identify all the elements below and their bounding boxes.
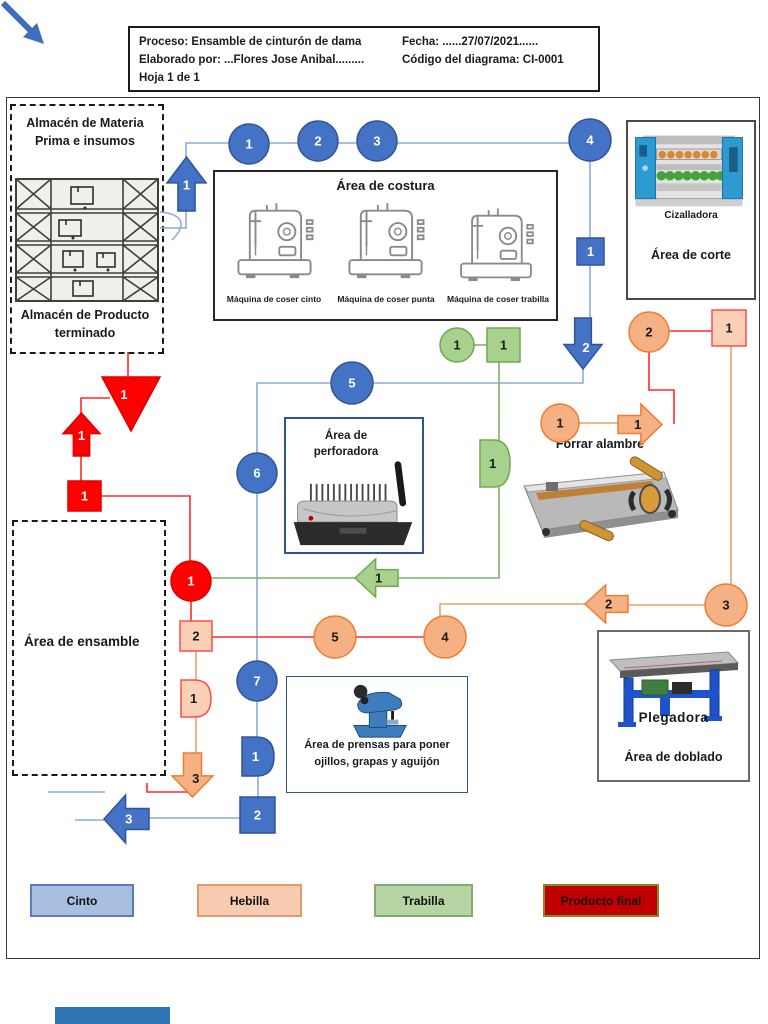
almacen-mp-label: Almacén de Materia Prima e insumos (26, 116, 144, 149)
legend-item-producto-final: Producto final (543, 884, 659, 917)
costura-machine2-label: Máquina de coser punta (337, 294, 435, 304)
header-codigo: Código del diagrama: CI-0001 (402, 53, 564, 66)
costura-machine1-label: Máquina de coser cinto (226, 294, 322, 304)
perforadora-title: Área de perforadora (313, 430, 379, 458)
legend-item-cinto: Cinto (30, 884, 134, 917)
ensamble-label: Área de ensamble (24, 634, 140, 649)
doblado-title: Área de doblado (624, 750, 723, 764)
prensas-label: Área de prensas para poner ojillos, grap… (304, 739, 450, 768)
almacen-pt-label: Almacén de Producto terminado (20, 308, 150, 341)
perforadora-box: Área de perforadora (284, 417, 424, 554)
header-elaborado: Elaborado por: ...Flores Jose Anibal....… (139, 53, 365, 66)
corte-title: Área de corte (651, 248, 731, 262)
almacen-box: Almacén de Materia Prima e insumos Alm (10, 104, 164, 354)
corte-box: Cizalladora Área de corte (626, 120, 756, 300)
diagonal-pointer-arrow (0, 0, 44, 44)
diagram-header-box: Proceso: Ensamble de cinturón de dama El… (128, 26, 600, 92)
costura-box: Área de costura (213, 170, 558, 321)
legend: Cinto Hebilla Trabilla Producto final (0, 884, 768, 917)
header-proceso: Proceso: Ensamble de cinturón de dama (139, 36, 362, 48)
header-fecha: Fecha: ......27/07/2021...... (402, 36, 539, 48)
sewing-machine-trabilla-image (460, 208, 534, 282)
ensamble-box: Área de ensamble (12, 520, 166, 776)
rack-image (15, 178, 159, 302)
sewing-machine-cinto-image (237, 203, 314, 279)
plegadora-machine-image (608, 651, 740, 727)
sewing-machine-punta-image (348, 203, 425, 279)
diagram-outer-border (6, 97, 760, 959)
doblado-box: Plegadora Área de doblado (597, 630, 750, 782)
forrar-alambre-machine-image (523, 456, 679, 542)
plegadora-label: Plegadora (638, 710, 709, 725)
cizalladora-image (635, 135, 743, 207)
header-hoja: Hoja 1 de 1 (139, 71, 200, 84)
costura-title: Área de costura (336, 178, 435, 193)
cizalladora-label: Cizalladora (664, 210, 718, 221)
costura-machine3-label: Máquina de coser trabilla (446, 294, 550, 304)
forrar-alambre-label: Forrar alambre (555, 437, 645, 451)
perforadora-machine-image (293, 461, 413, 546)
prensas-box: Área de prensas para poner ojillos, grap… (286, 676, 468, 793)
prensa-machine-image (353, 684, 407, 738)
legend-item-hebilla: Hebilla (197, 884, 302, 917)
footer-blue-bar (55, 1007, 170, 1024)
legend-item-trabilla: Trabilla (374, 884, 473, 917)
